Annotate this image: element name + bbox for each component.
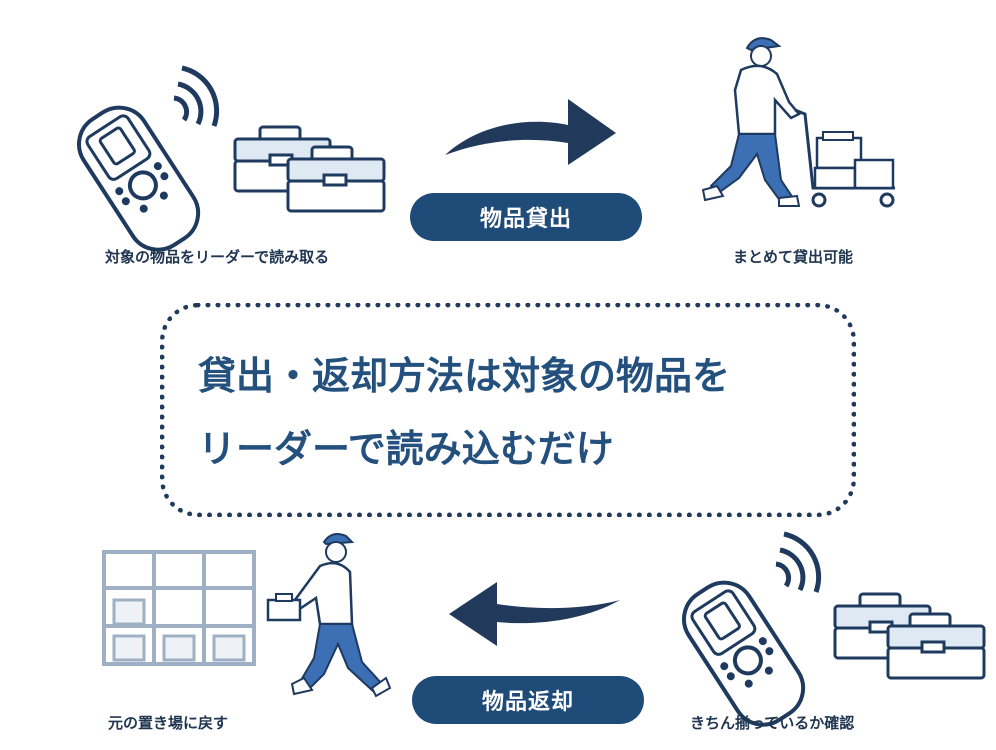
wireless-signal-icon-2: [775, 531, 822, 593]
toolbox-icon-2: [833, 592, 986, 680]
toolbox-icon: [233, 125, 386, 213]
worker-carrying-toolbox-icon: [266, 533, 392, 698]
return-button[interactable]: 物品返却: [412, 676, 644, 724]
summary-box: [160, 303, 856, 517]
rfid-reader-icon: [77, 105, 201, 252]
check-caption: きちん揃っているか確認: [690, 714, 855, 732]
headline-line-1: 貸出・返却方法は対象の物品を: [198, 354, 731, 398]
carry-caption: まとめて貸出可能: [733, 248, 854, 266]
scan-caption: 対象の物品をリーダーで読み取る: [105, 248, 330, 266]
storage-shelf-icon: [102, 550, 256, 666]
rfid-reader-icon-2: [682, 580, 806, 727]
wireless-signal-icon: [173, 65, 220, 127]
worker-with-cart-icon: [701, 37, 895, 208]
headline-line-2: リーダーで読み込むだけ: [198, 427, 614, 471]
curved-arrow-left-icon: [449, 582, 620, 646]
lend-button[interactable]: 物品貸出: [410, 193, 642, 241]
curved-arrow-icon: [445, 99, 616, 165]
put-back-caption: 元の置き場に戻す: [108, 714, 229, 732]
